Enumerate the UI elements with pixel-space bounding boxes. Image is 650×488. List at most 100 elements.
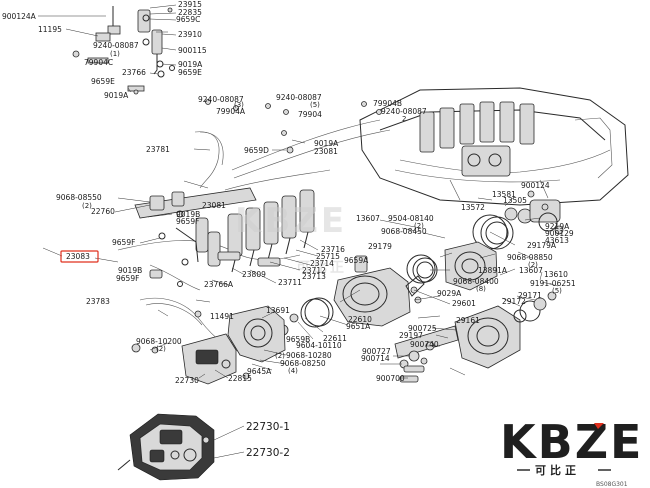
callout-13891a: 13891A xyxy=(478,266,508,275)
callout-23081-a: 23081 xyxy=(314,147,338,156)
callout-9645a: 9645A xyxy=(247,367,272,376)
callout-23915: 23915 xyxy=(178,0,202,9)
callout-9068-08400-qty: (8) xyxy=(476,285,486,293)
brand-logo: KBZE 可比正 xyxy=(500,415,643,477)
callout-13505: 13505 xyxy=(503,196,527,205)
callout-9659f-b: 9659F xyxy=(112,238,135,247)
callout-9659e-a: 9659E xyxy=(178,68,202,77)
leader-lines xyxy=(38,4,559,459)
logo-accent-mark xyxy=(594,423,604,429)
callout-13607-a: 13607 xyxy=(356,214,380,223)
logo-sub: 可比正 xyxy=(535,463,580,477)
callout-9659d: 9659D xyxy=(244,146,269,155)
callout-9219a: 9219A xyxy=(545,222,570,231)
callout-9604-10110: 9604-10110 xyxy=(296,341,342,350)
callout-29179: 29179 xyxy=(368,242,392,251)
callout-9240-08087-d: 9240-08087 xyxy=(381,107,427,116)
pump-housing xyxy=(227,305,286,363)
callout-9019a-a: 9019A xyxy=(178,60,203,69)
callout-13581: 13581 xyxy=(492,190,516,199)
callout-9029a: 9029A xyxy=(437,289,462,298)
callout-25715: 25715 xyxy=(316,252,340,261)
callout-900124: 900124 xyxy=(521,181,550,190)
highlight-box-23083 xyxy=(60,250,99,263)
callout-900714: 900714 xyxy=(361,354,390,363)
callout-9659f-a: 9659F xyxy=(176,217,199,226)
callout-23781: 23781 xyxy=(146,145,170,154)
fuel-pipes xyxy=(117,119,391,356)
callout-9504-08140: 9504-08140 xyxy=(388,214,434,223)
callout-22730-1: 22730-1 xyxy=(246,421,290,433)
logo-brand: KBZE xyxy=(500,415,643,469)
callout-23714: 23714 xyxy=(310,259,334,268)
callout-22730: 22730 xyxy=(175,376,199,385)
callout-23809: 23809 xyxy=(242,270,266,279)
callout-22730-2: 22730-2 xyxy=(246,447,290,459)
callout-9019a-c: 9019A xyxy=(314,139,339,148)
callout-23713: 23713 xyxy=(302,272,326,281)
callout-9240-08087-c-qty: (5) xyxy=(310,101,320,109)
callout-23910: 23910 xyxy=(178,30,202,39)
callout-9068-08400: 9068-08400 xyxy=(453,277,499,286)
callout-9651a: 9651A xyxy=(346,322,371,331)
callout-22610: 22610 xyxy=(348,315,372,324)
callout-29601: 29601 xyxy=(452,299,476,308)
callout-23766: 23766 xyxy=(122,68,146,77)
watermark: KBZE 可比正 xyxy=(235,201,347,276)
callout-9240-08087-c: 9240-08087 xyxy=(276,93,322,102)
callout-13691: 13691 xyxy=(266,306,290,315)
callout-23716: 23716 xyxy=(321,245,345,254)
callout-9659b: 9659B xyxy=(286,335,310,344)
callout-23083: 23083 xyxy=(66,252,90,261)
callout-900115: 900115 xyxy=(178,46,207,55)
callout-23766a: 23766A xyxy=(204,280,234,289)
callout-labels: 900124A 23915 22835 9659C 11195 23910 92… xyxy=(2,0,576,459)
callout-29172: 29172 xyxy=(502,297,526,306)
callout-11195: 11195 xyxy=(38,25,62,34)
callout-9659c: 9659C xyxy=(176,15,200,24)
callout-29171: 29171 xyxy=(518,291,542,300)
injection-pump-assembly xyxy=(117,413,215,481)
callout-9019a-b: 9019A xyxy=(104,91,129,100)
callout-79904: 79904 xyxy=(298,110,322,119)
gear-assembly xyxy=(480,190,564,250)
callout-900124a: 900124A xyxy=(2,12,37,21)
watermark-sub: 可比正 xyxy=(296,259,347,276)
fasteners xyxy=(72,7,382,154)
callout-22815: 22815 xyxy=(228,374,252,383)
callout-9068-08450: 9068-08450 xyxy=(381,227,427,236)
gear-housing-right xyxy=(444,241,557,369)
callout-9068-10200: 9068-10200 xyxy=(136,337,182,346)
callout-9240-08087-a: 9240-08087 xyxy=(93,41,139,50)
callout-23712: 23712 xyxy=(302,266,326,275)
callout-9068-08850-qty: (2) xyxy=(528,261,538,269)
callout-9659e-b: 9659E xyxy=(91,77,115,86)
callout-79904b: 79904B xyxy=(373,99,402,108)
callout-900700: 900700 xyxy=(376,374,405,383)
callout-23711: 23711 xyxy=(278,278,302,287)
callout-22611: 22611 xyxy=(323,334,347,343)
callout-79904a: 79904A xyxy=(216,107,246,116)
callout-9068-08250-qty: (4) xyxy=(288,367,298,375)
callout-29179a: 29179A xyxy=(527,241,557,250)
callout-9504-08140-qty: (2) xyxy=(414,222,424,230)
callout-9068-08550-a-qty: (2) xyxy=(82,202,92,210)
callout-9068-10280-qty: (2) xyxy=(275,352,285,360)
callout-9068-08250: 9068-08250 xyxy=(280,359,326,368)
callout-9068-08550-a: 9068-08550 xyxy=(56,193,102,202)
drive-shaft xyxy=(394,325,459,383)
callout-9019b-b: 9019B xyxy=(118,266,142,275)
callout-9068-08850: 9068-08850 xyxy=(507,253,553,262)
callout-23783: 23783 xyxy=(86,297,110,306)
callout-22760: 22760 xyxy=(91,207,115,216)
callout-43613: 43613 xyxy=(545,236,569,245)
callout-29161: 29161 xyxy=(456,316,480,325)
callout-79904c: 79904C xyxy=(84,58,113,67)
callout-900725: 900725 xyxy=(408,324,437,333)
callout-11491: 11491 xyxy=(210,312,234,321)
part-drawings xyxy=(72,6,629,481)
callout-13607-b: 13607 xyxy=(519,266,543,275)
callout-9068-10280: 9068-10280 xyxy=(286,351,332,360)
